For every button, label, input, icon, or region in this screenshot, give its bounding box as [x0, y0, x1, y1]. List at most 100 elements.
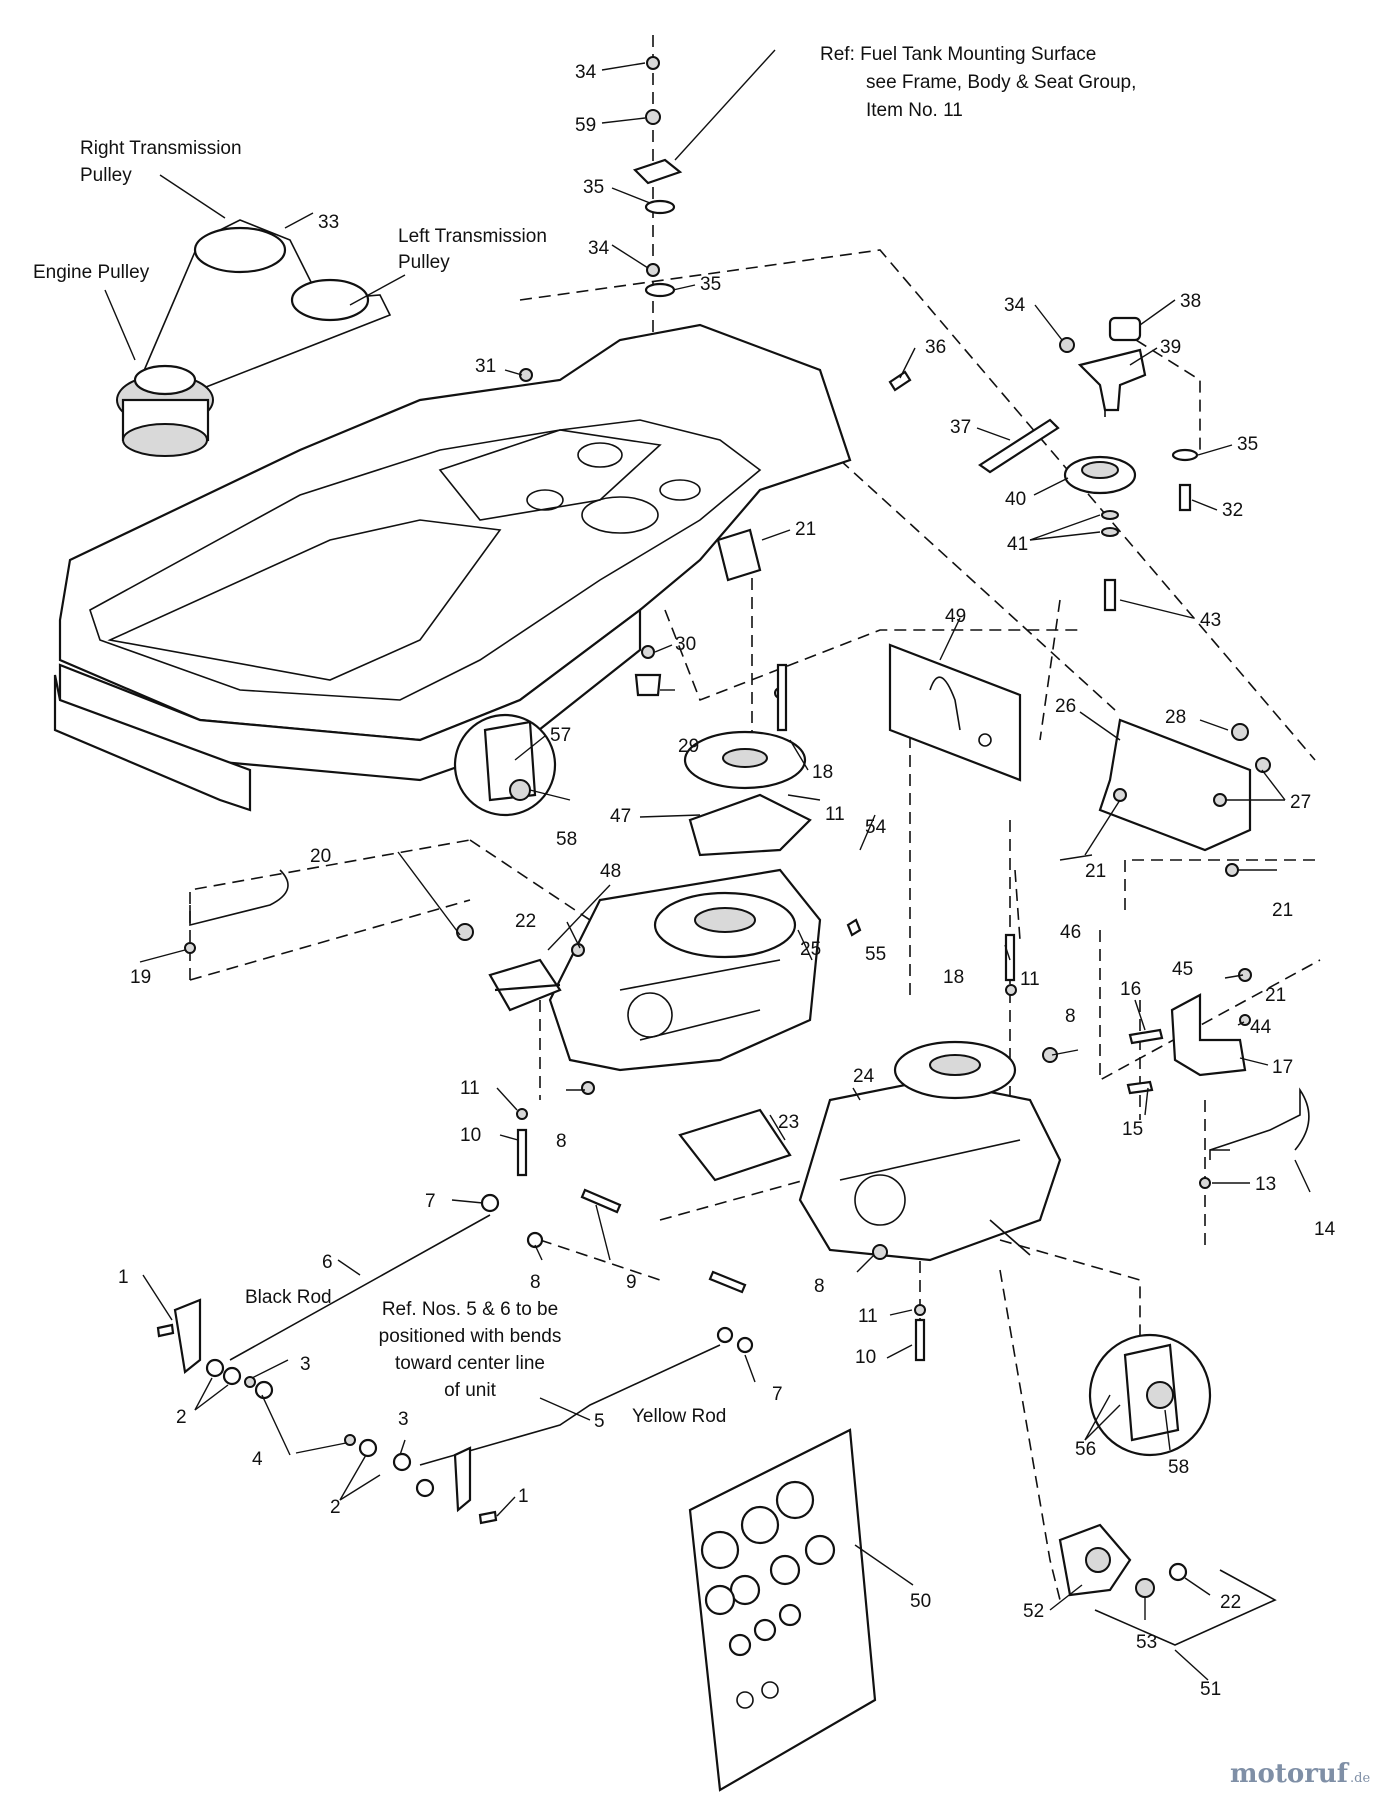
callout: 30 [675, 634, 696, 655]
callout: 3 [300, 1354, 311, 1375]
callout: 13 [1255, 1174, 1276, 1195]
callout: 57 [550, 725, 571, 746]
callout: 21 [1085, 861, 1106, 882]
cooling-fan-48 [688, 793, 812, 857]
callout: 49 [945, 606, 966, 627]
control-rods [156, 1193, 754, 1525]
callout: 48 [600, 861, 621, 882]
label-note-line1: Ref. Nos. 5 & 6 to be [382, 1299, 558, 1320]
label-left-pulley-line2: Pulley [398, 252, 450, 273]
callout: 10 [460, 1125, 481, 1146]
callout: 16 [1120, 979, 1141, 1000]
callout: 21 [795, 519, 816, 540]
callout: 5 [594, 1411, 605, 1432]
callout: 8 [1065, 1006, 1076, 1027]
right-transmission-pulley [193, 226, 287, 274]
callout: 7 [772, 1384, 783, 1405]
callout: 14 [1314, 1219, 1336, 1240]
wheel-hub-assembly [1058, 1523, 1277, 1646]
callout: 28 [1165, 707, 1186, 728]
callout: 4 [252, 1449, 263, 1470]
callout: 23 [778, 1112, 799, 1133]
callout: 55 [865, 944, 886, 965]
callout: 18 [943, 967, 964, 988]
callout: 2 [330, 1497, 341, 1518]
callout: 1 [518, 1486, 529, 1507]
callout: 1 [118, 1267, 129, 1288]
left-transmission [456, 663, 862, 1177]
label-left-pulley-line1: Left Transmission [398, 226, 547, 247]
callout: 54 [865, 817, 887, 838]
callout: 31 [475, 356, 496, 377]
label-right-pulley-line2: Pulley [80, 165, 132, 186]
callout: 22 [515, 911, 536, 932]
callout: 44 [1250, 1017, 1272, 1038]
callout: 43 [1200, 610, 1221, 631]
callout: 15 [1122, 1119, 1143, 1140]
bracket-17-assembly [184, 869, 1310, 1189]
callout: 19 [130, 967, 151, 988]
detail-circle-upper [453, 713, 557, 817]
label-note-line4: of unit [444, 1380, 496, 1401]
callout: 11 [858, 1306, 878, 1327]
callout: 9 [626, 1272, 637, 1293]
ref-leader [674, 49, 776, 161]
callout: 50 [910, 1591, 931, 1612]
mounting-bracket [1098, 718, 1271, 877]
callout: 6 [322, 1252, 333, 1273]
label-ref-line1: Ref: Fuel Tank Mounting Surface [820, 44, 1096, 65]
leader-lines [104, 49, 1311, 1681]
callout: 37 [950, 417, 971, 438]
seal-kit-panel [688, 1428, 877, 1792]
right-transmission [798, 933, 1062, 1362]
callout: 45 [1172, 959, 1193, 980]
text-labels: Right Transmission Pulley Left Transmiss… [33, 44, 1136, 1427]
callout: 51 [1200, 1679, 1221, 1700]
callout: 18 [812, 762, 833, 783]
label-yellow-rod: Yellow Rod [632, 1406, 726, 1427]
callout: 32 [1222, 500, 1243, 521]
callout: 39 [1160, 337, 1181, 358]
callout: 35 [583, 177, 604, 198]
label-ref-line2: see Frame, Body & Seat Group, [866, 72, 1136, 93]
callout: 25 [800, 939, 821, 960]
idler-assembly [716, 316, 1199, 612]
callout: 26 [1055, 696, 1076, 717]
bracket-23 [678, 1108, 792, 1182]
bolts-9 [580, 1188, 747, 1294]
bolt-hardware-29-30 [634, 645, 662, 697]
label-ref-line3: Item No. 11 [866, 100, 963, 121]
callout: 56 [1075, 1439, 1096, 1460]
callout: 8 [814, 1276, 825, 1297]
label-engine-pulley: Engine Pulley [33, 262, 150, 283]
callout: 52 [1023, 1601, 1044, 1622]
callout: 8 [530, 1272, 541, 1293]
callout: 24 [853, 1066, 875, 1087]
watermark-brand: motoruf [1230, 1759, 1350, 1789]
watermark-logo: motoruf .de [1230, 1759, 1370, 1789]
callout: 58 [556, 829, 577, 850]
callout: 33 [318, 212, 339, 233]
callout: 34 [575, 62, 597, 83]
drive-belt-assembly [116, 219, 392, 457]
callout: 35 [700, 274, 721, 295]
callout: 3 [398, 1409, 409, 1430]
label-note-line2: positioned with bends [379, 1326, 562, 1347]
callout: 11 [460, 1078, 480, 1099]
detail-circle-lower [1088, 1333, 1212, 1457]
callout: 34 [1004, 295, 1026, 316]
callout: 35 [1237, 434, 1258, 455]
callout: 47 [610, 806, 631, 827]
callout: 58 [1168, 1457, 1189, 1478]
left-transmission-pulley [290, 278, 370, 322]
callout: 36 [925, 337, 946, 358]
callout: 34 [588, 238, 610, 259]
callout: 11 [825, 804, 845, 825]
callout: 22 [1220, 1592, 1241, 1613]
callout: 2 [176, 1407, 187, 1428]
part-callouts: 34 59 35 34 35 33 31 36 34 38 39 35 37 4… [118, 62, 1336, 1700]
callout: 53 [1136, 1632, 1157, 1653]
callout: 46 [1060, 922, 1081, 943]
